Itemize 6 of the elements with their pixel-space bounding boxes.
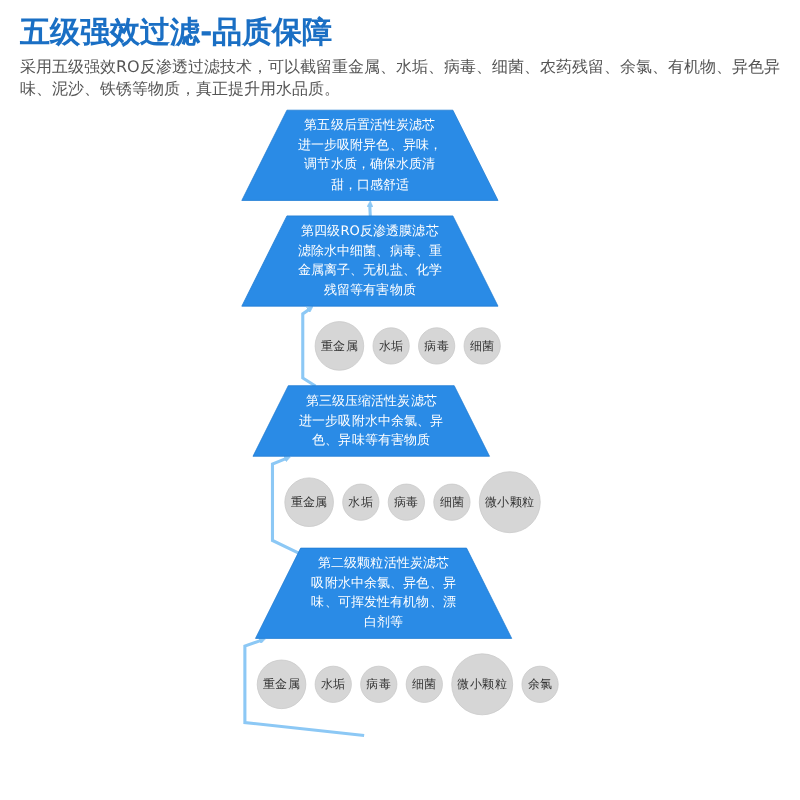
- arrow: [270, 455, 300, 555]
- intro-text: 采用五级强效RO反渗透过滤技术，可以截留重金属、水垢、病毒、细菌、农药残留、余氯、有机物、异色异味、泥沙、铁锈等物质，真正提升用水品质。: [20, 56, 780, 100]
- arrow: [243, 637, 365, 737]
- arrow: [301, 306, 317, 388]
- title: 五级强效过滤-品质保障: [20, 14, 333, 52]
- arrow: [366, 200, 374, 217]
